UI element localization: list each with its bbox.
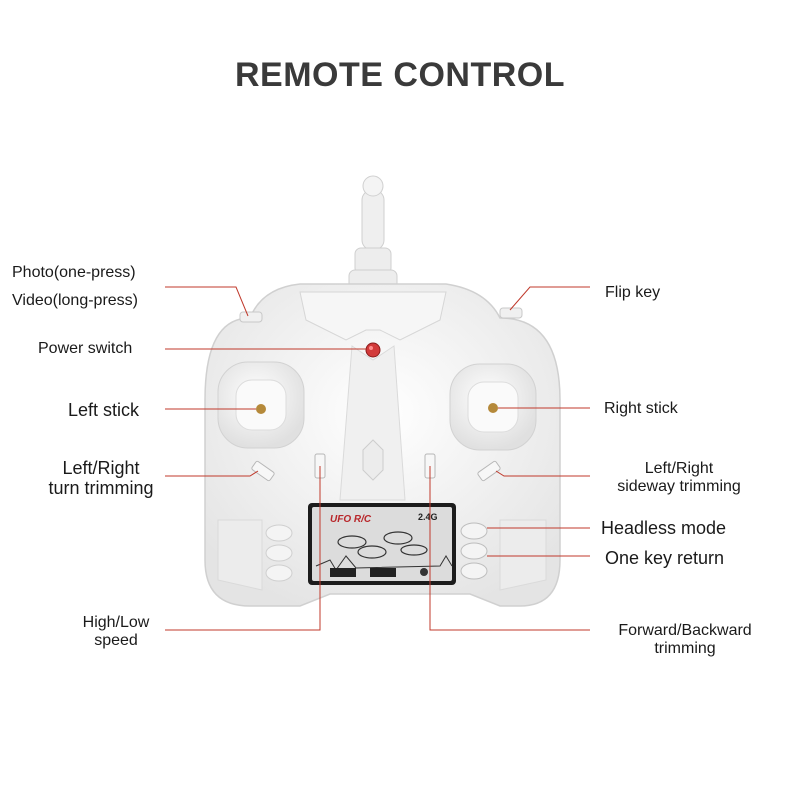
label-video: Video(long-press) [12,292,138,309]
label-lr-turn-line1: Left/Right [62,458,140,478]
label-high-low-line1: High/Low [82,614,150,631]
label-lr-side-line1: Left/Right [644,460,714,477]
leader-lr-sideway [495,470,590,477]
label-left-stick: Left stick [68,400,140,420]
page-title: REMOTE CONTROL [235,56,565,94]
label-high-low-line2: speed [94,632,138,649]
screen-frequency: 2.4G [418,512,438,522]
left-right-sideway-trim-switch [477,460,501,482]
label-fwd-bwd-line1: Forward/Backward [618,622,752,639]
screen-brand: UFO R/C [330,514,372,525]
extra-button [460,562,488,580]
label-forward-backward-trimming: Forward/Backward trimming [600,622,770,658]
left-right-turn-trim-switch [251,460,275,482]
label-lr-turn-line2: turn trimming [48,478,154,498]
label-flip-key: Flip key [605,284,661,301]
label-left-right-sideway-trimming: Left/Right sideway trimming [600,460,758,496]
label-one-key-return: One key return [605,548,725,568]
leader-lines [165,286,590,631]
one-key-return-button [460,542,488,560]
leader-flip-key [509,286,590,311]
left-buttons [265,524,293,582]
headless-mode-button [460,522,488,540]
label-photo: Photo(one-press) [12,264,136,281]
lcd-screen: UFO R/C 2.4G [308,503,456,585]
right-stick [449,363,537,451]
label-right-stick: Right stick [604,400,678,417]
leader-photo-video [165,286,249,317]
power-switch [365,342,381,358]
label-power-switch: Power switch [38,340,133,357]
leader-lr-turn [165,470,259,477]
label-high-low-speed: High/Low speed [66,614,166,650]
flip-key [499,307,523,319]
left-stick [217,361,305,449]
photo-video-key [239,311,263,323]
label-fwd-bwd-line2: trimming [654,640,716,657]
leader-high-low [165,466,321,631]
label-lr-side-line2: sideway trimming [617,478,741,495]
label-left-right-turn-trimming: Left/Right turn trimming [30,458,172,498]
leader-fwd-bwd [429,466,590,631]
antenna [348,175,398,291]
label-headless-mode: Headless mode [601,518,727,538]
